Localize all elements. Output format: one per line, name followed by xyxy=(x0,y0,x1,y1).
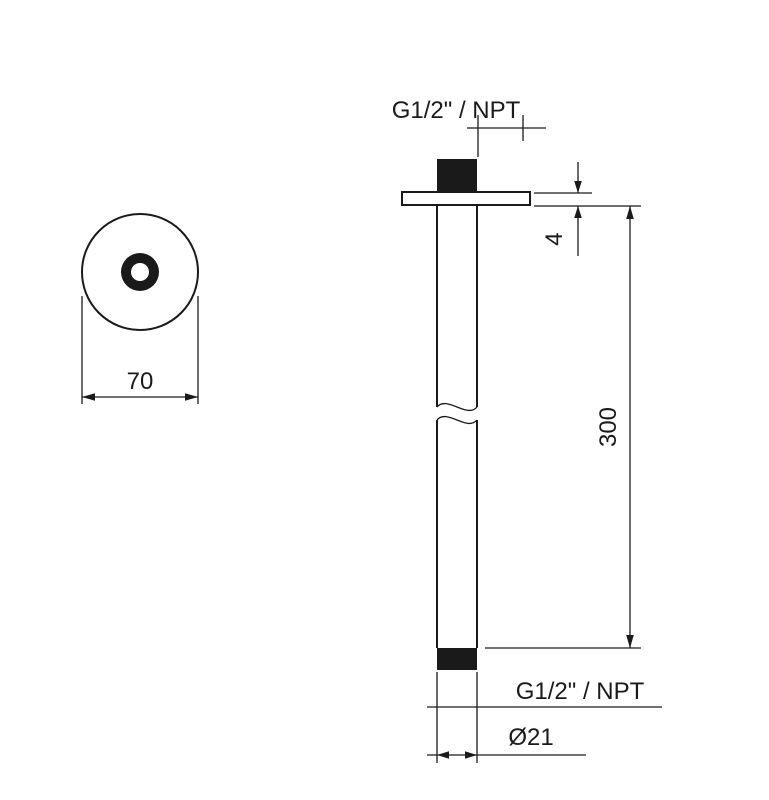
dim-tube-diameter: Ø21 xyxy=(427,672,586,763)
arrowhead-down-icon xyxy=(626,635,634,648)
arrowhead-right-icon xyxy=(185,393,198,401)
dim-arm-length: 300 xyxy=(485,205,641,649)
dim-flange-thickness: 4 xyxy=(534,162,592,256)
arm-length-label: 300 xyxy=(595,407,622,447)
break-line-icon xyxy=(436,415,478,425)
top-thread xyxy=(437,159,477,192)
arrowhead-left-icon xyxy=(437,751,449,759)
top-thread-label: G1/2" / NPT xyxy=(392,97,521,124)
label-bottom-thread: G1/2" / NPT xyxy=(427,678,662,708)
flange-front-view xyxy=(81,213,199,331)
arrowhead-up-icon xyxy=(574,206,582,218)
dim-flange-diameter: 70 xyxy=(81,296,199,404)
arrowhead-up-icon xyxy=(626,206,634,219)
label-top-thread: G1/2" / NPT xyxy=(392,97,546,157)
arm-side-view xyxy=(401,159,531,670)
break-line-icon xyxy=(436,402,478,412)
flange-plate xyxy=(401,191,531,206)
arrowhead-left-icon xyxy=(82,393,95,401)
bottom-thread-label: G1/2" / NPT xyxy=(516,678,645,705)
flange-thickness-label: 4 xyxy=(541,232,568,245)
tube-diameter-label: Ø21 xyxy=(508,724,553,751)
flange-outer-circle xyxy=(81,213,199,331)
thread-bore xyxy=(131,263,149,281)
arrowhead-down-icon xyxy=(574,181,582,193)
arrowhead-right-icon xyxy=(465,751,477,759)
flange-diameter-label: 70 xyxy=(127,368,154,395)
bottom-thread xyxy=(437,648,477,670)
